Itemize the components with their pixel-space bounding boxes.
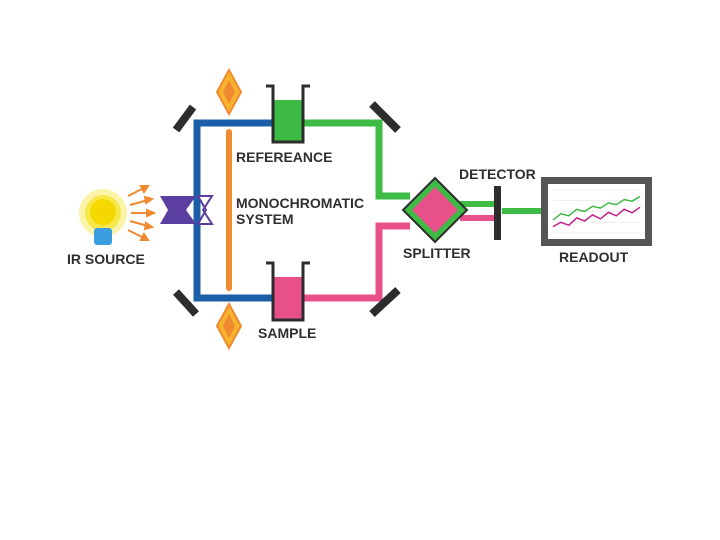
splitter-label: SPLITTER [403,245,471,261]
beam-paths [193,119,541,302]
monochromatic-label-line2: SYSTEM [236,211,294,227]
mirror-icon [369,287,401,317]
sample-cell-beaker-icon [266,261,310,322]
monochromatic-label-line1: MONOCHROMATIC [236,195,364,211]
mirrors [172,101,401,317]
mirror-icon [172,104,197,133]
chopper-icon [160,195,214,225]
light-ray-arrow-icon [127,185,157,241]
readout-series-2 [552,206,641,228]
mirror-icon [173,289,199,317]
reference-cell-beaker-icon [266,84,310,144]
readout-series-1 [552,195,641,221]
detector-label: DETECTOR [459,166,536,182]
source-beam-path [193,119,273,302]
ir-source-label: IR SOURCE [67,251,145,267]
reference-label: REFEREANCE [236,149,332,165]
detector-bar-icon [494,186,501,240]
readout-label: READOUT [559,249,629,265]
light-bulb-icon [79,189,127,245]
diamond-flame-icon [215,67,243,117]
diamond-flame-icon [215,301,243,351]
readout-grid [553,189,640,234]
readout-lines [552,195,641,228]
monitor-icon [541,177,652,246]
beam-splitter-icon [401,176,469,244]
sample-beam-path [303,222,410,302]
reference-beam-path [303,119,410,200]
sample-label: SAMPLE [258,325,316,341]
mirror-icon [369,101,401,133]
